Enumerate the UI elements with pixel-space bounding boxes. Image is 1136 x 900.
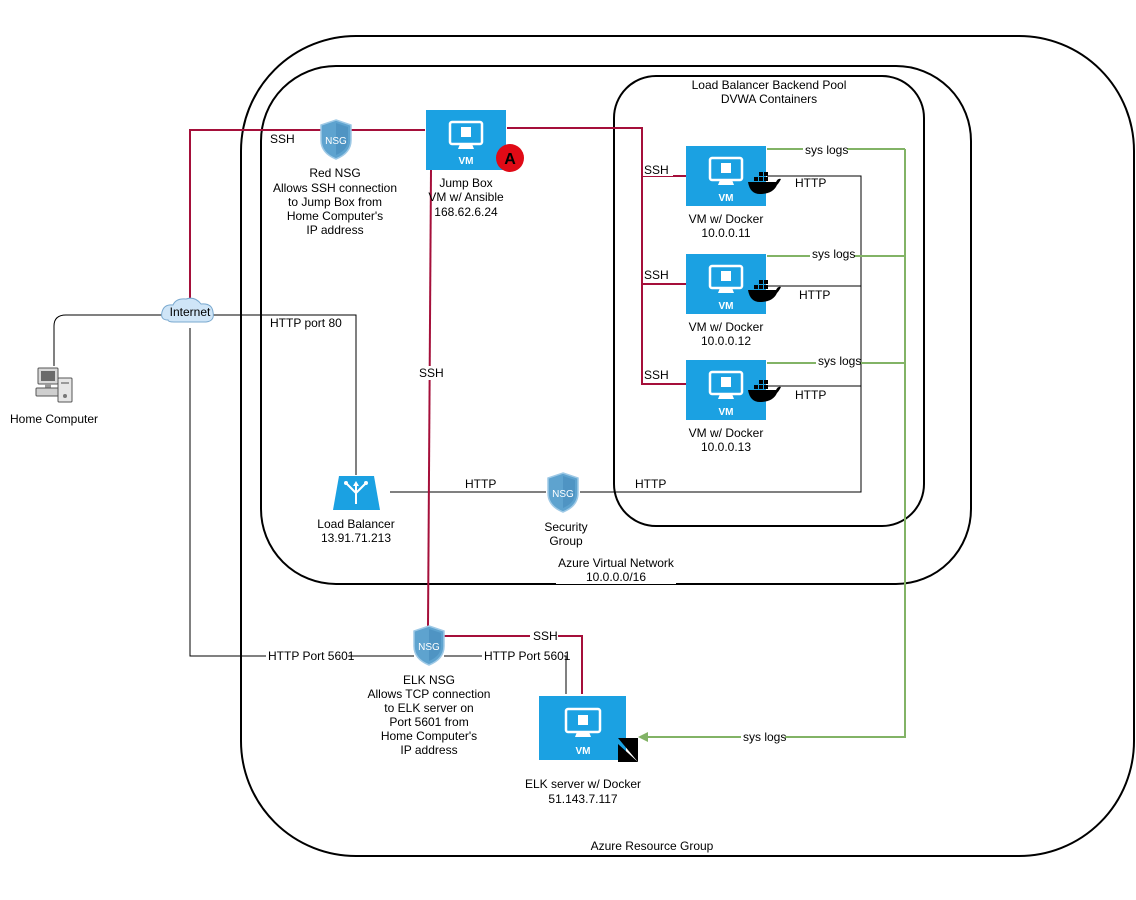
ssh-jump-elk-line — [427, 169, 432, 627]
internet-to-lb-line — [207, 314, 357, 475]
http-lines — [53, 175, 862, 694]
svg-text:Red NSG: Red NSG — [309, 166, 360, 180]
edge-label-http-sg-pool: HTTP — [635, 477, 666, 491]
elastic-logo-icon — [618, 738, 638, 762]
backend-pool-subtitle: DVWA Containers — [721, 92, 817, 106]
svg-text:NSG: NSG — [418, 642, 440, 653]
edge-label-http-port-80: HTTP port 80 — [270, 316, 342, 330]
sg-to-pool-line — [580, 175, 862, 493]
security-group-label-2: Group — [549, 534, 583, 548]
docker-icon — [748, 280, 781, 302]
cloud-icon — [161, 297, 214, 323]
edge-label-http-web1: HTTP — [795, 176, 826, 190]
internet-to-elk-nsg-line — [189, 328, 414, 657]
edge-label-ssh-web2: SSH — [644, 268, 669, 282]
edge-label-http-lb-sg: HTTP — [465, 477, 496, 491]
edge-label-http-web3: HTTP — [795, 388, 826, 402]
vnet-cidr: 10.0.0.0/16 — [586, 570, 646, 584]
edge-label-http-web2: HTTP — [799, 288, 830, 302]
svg-text:Allows SSH connection: Allows SSH connection — [273, 181, 397, 195]
svg-text:Home Computer's: Home Computer's — [381, 729, 477, 743]
docker-icon — [748, 380, 781, 402]
internet-label: Internet — [170, 305, 211, 319]
svg-text:to ELK server on: to ELK server on — [384, 701, 473, 715]
red-nsg-shield-icon: NSG — [320, 119, 352, 160]
edge-label-ssh-web3: SSH — [644, 368, 669, 382]
svg-text:Port 5601 from: Port 5601 from — [389, 715, 468, 729]
syslog-lines — [638, 148, 906, 742]
web1-label-role: VM w/ Docker — [689, 212, 764, 226]
ansible-icon: A — [496, 144, 524, 172]
jump-box-vm-icon: VM — [426, 110, 506, 170]
security-group-shield-icon: NSG — [547, 472, 579, 513]
svg-text:NSG: NSG — [552, 489, 574, 500]
edge-label-ssh-jump-elk: SSH — [419, 366, 444, 380]
web3-label-ip: 10.0.0.13 — [701, 440, 751, 454]
elk-server-ip: 51.143.7.117 — [548, 792, 618, 806]
svg-text:IP address: IP address — [306, 223, 363, 237]
edge-label-http-5601-a: HTTP Port 5601 — [268, 649, 355, 663]
red-nsg-label: Red NSG Allows SSH connection to Jump Bo… — [273, 166, 397, 237]
syslog-trunk-line — [638, 149, 906, 742]
svg-text:ELK NSG: ELK NSG — [403, 673, 455, 687]
backend-pool-container — [613, 75, 925, 527]
edge-label-syslogs-web1: sys logs — [805, 143, 848, 157]
edge-label-ssh-internet: SSH — [270, 132, 295, 146]
svg-text:VM: VM — [719, 193, 734, 204]
web2-vm-icon: VM — [686, 254, 766, 314]
svg-text:VM: VM — [719, 301, 734, 312]
vnet-label: Azure Virtual Network — [558, 556, 675, 570]
load-balancer-label: Load Balancer — [317, 517, 394, 531]
svg-text:to Jump Box from: to Jump Box from — [288, 195, 382, 209]
resource-group-label: Azure Resource Group — [591, 839, 714, 853]
ssh-lines — [189, 127, 686, 694]
elk-server-label: ELK server w/ Docker — [525, 777, 641, 791]
edge-label-ssh-web1: SSH — [644, 163, 669, 177]
edge-labels: SSH SSH SSH SSH SSH SSH HTTP port 80 HTT… — [266, 131, 861, 744]
svg-text:IP address: IP address — [400, 743, 457, 757]
edge-label-syslogs-web3: sys logs — [818, 354, 861, 368]
svg-text:VM: VM — [576, 746, 591, 757]
backend-pool-title: Load Balancer Backend Pool — [692, 78, 847, 92]
elk-server-vm-icon: VM — [539, 696, 626, 760]
docker-icon — [748, 172, 781, 194]
svg-text:VM: VM — [459, 156, 474, 167]
web1-label-ip: 10.0.0.11 — [701, 226, 750, 240]
svg-text:Jump Box: Jump Box — [439, 176, 492, 190]
desktop-computer-icon — [35, 367, 73, 403]
elk-nsg-shield-icon: NSG — [413, 625, 445, 666]
svg-text:VM w/ Ansible: VM w/ Ansible — [428, 190, 504, 204]
load-balancer-ip: 13.91.71.213 — [321, 531, 391, 545]
ssh-elk-nsg-server-line — [444, 635, 583, 694]
edge-label-ssh-elk: SSH — [533, 629, 558, 643]
svg-text:168.62.6.24: 168.62.6.24 — [434, 205, 498, 219]
edge-label-syslogs-web2: sys logs — [812, 247, 855, 261]
red-nsg-badge: NSG — [325, 136, 347, 147]
edge-label-syslogs-elk: sys logs — [743, 730, 786, 744]
svg-text:Allows TCP connection: Allows TCP connection — [368, 687, 491, 701]
web1-vm-icon: VM — [686, 146, 766, 206]
svg-text:Home Computer's: Home Computer's — [287, 209, 383, 223]
web2-label-ip: 10.0.0.12 — [701, 334, 751, 348]
load-balancer-icon — [333, 476, 380, 510]
web2-label-role: VM w/ Docker — [689, 320, 764, 334]
elk-nsg-label: ELK NSG Allows TCP connection to ELK ser… — [368, 673, 491, 757]
resource-group-container — [240, 35, 1135, 857]
home-computer-label: Home Computer — [10, 412, 98, 426]
ssh-jump-pool-line — [507, 127, 686, 385]
security-group-label-1: Security — [544, 520, 587, 534]
svg-text:A: A — [504, 151, 516, 168]
edge-label-http-5601-b: HTTP Port 5601 — [484, 649, 571, 663]
home-to-internet-line — [53, 314, 166, 366]
jump-box-label: Jump Box VM w/ Ansible 168.62.6.24 — [428, 176, 504, 219]
svg-text:VM: VM — [719, 407, 734, 418]
web3-label-role: VM w/ Docker — [689, 426, 764, 440]
